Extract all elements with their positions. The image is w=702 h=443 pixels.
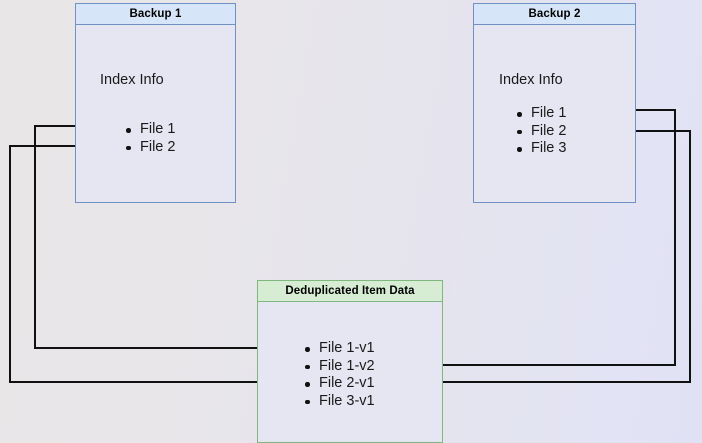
node-dedup-body: File 1-v1 File 1-v2 File 2-v1 File 3-v1	[258, 302, 442, 442]
list-item[interactable]: File 2	[125, 139, 175, 157]
node-backup-2-body: Index Info File 1 File 2 File 3	[474, 25, 635, 202]
list-item[interactable]: File 3-v1	[304, 393, 375, 411]
backup-1-index-info-label: Index Info	[100, 72, 164, 88]
node-backup-1-body: Index Info File 1 File 2	[76, 25, 235, 202]
list-item[interactable]: File 3	[516, 140, 566, 158]
node-backup-1-header: Backup 1	[76, 4, 235, 25]
list-item[interactable]: File 1	[516, 105, 566, 123]
node-backup-2-header: Backup 2	[474, 4, 635, 25]
list-item[interactable]: File 2	[516, 123, 566, 141]
node-backup-2[interactable]: Backup 2 Index Info File 1 File 2 File 3	[473, 3, 636, 203]
node-dedup-header: Deduplicated Item Data	[258, 281, 442, 302]
node-backup-1[interactable]: Backup 1 Index Info File 1 File 2	[75, 3, 236, 203]
backup-2-index-info-label: Index Info	[499, 72, 563, 88]
node-deduplicated-item-data[interactable]: Deduplicated Item Data File 1-v1 File 1-…	[257, 280, 443, 443]
list-item[interactable]: File 2-v1	[304, 375, 375, 393]
backup-2-file-list: File 1 File 2 File 3	[516, 105, 566, 158]
list-item[interactable]: File 1	[125, 121, 175, 139]
list-item[interactable]: File 1-v2	[304, 358, 375, 376]
dedup-file-list: File 1-v1 File 1-v2 File 2-v1 File 3-v1	[304, 340, 375, 410]
list-item[interactable]: File 1-v1	[304, 340, 375, 358]
backup-1-file-list: File 1 File 2	[125, 121, 175, 156]
